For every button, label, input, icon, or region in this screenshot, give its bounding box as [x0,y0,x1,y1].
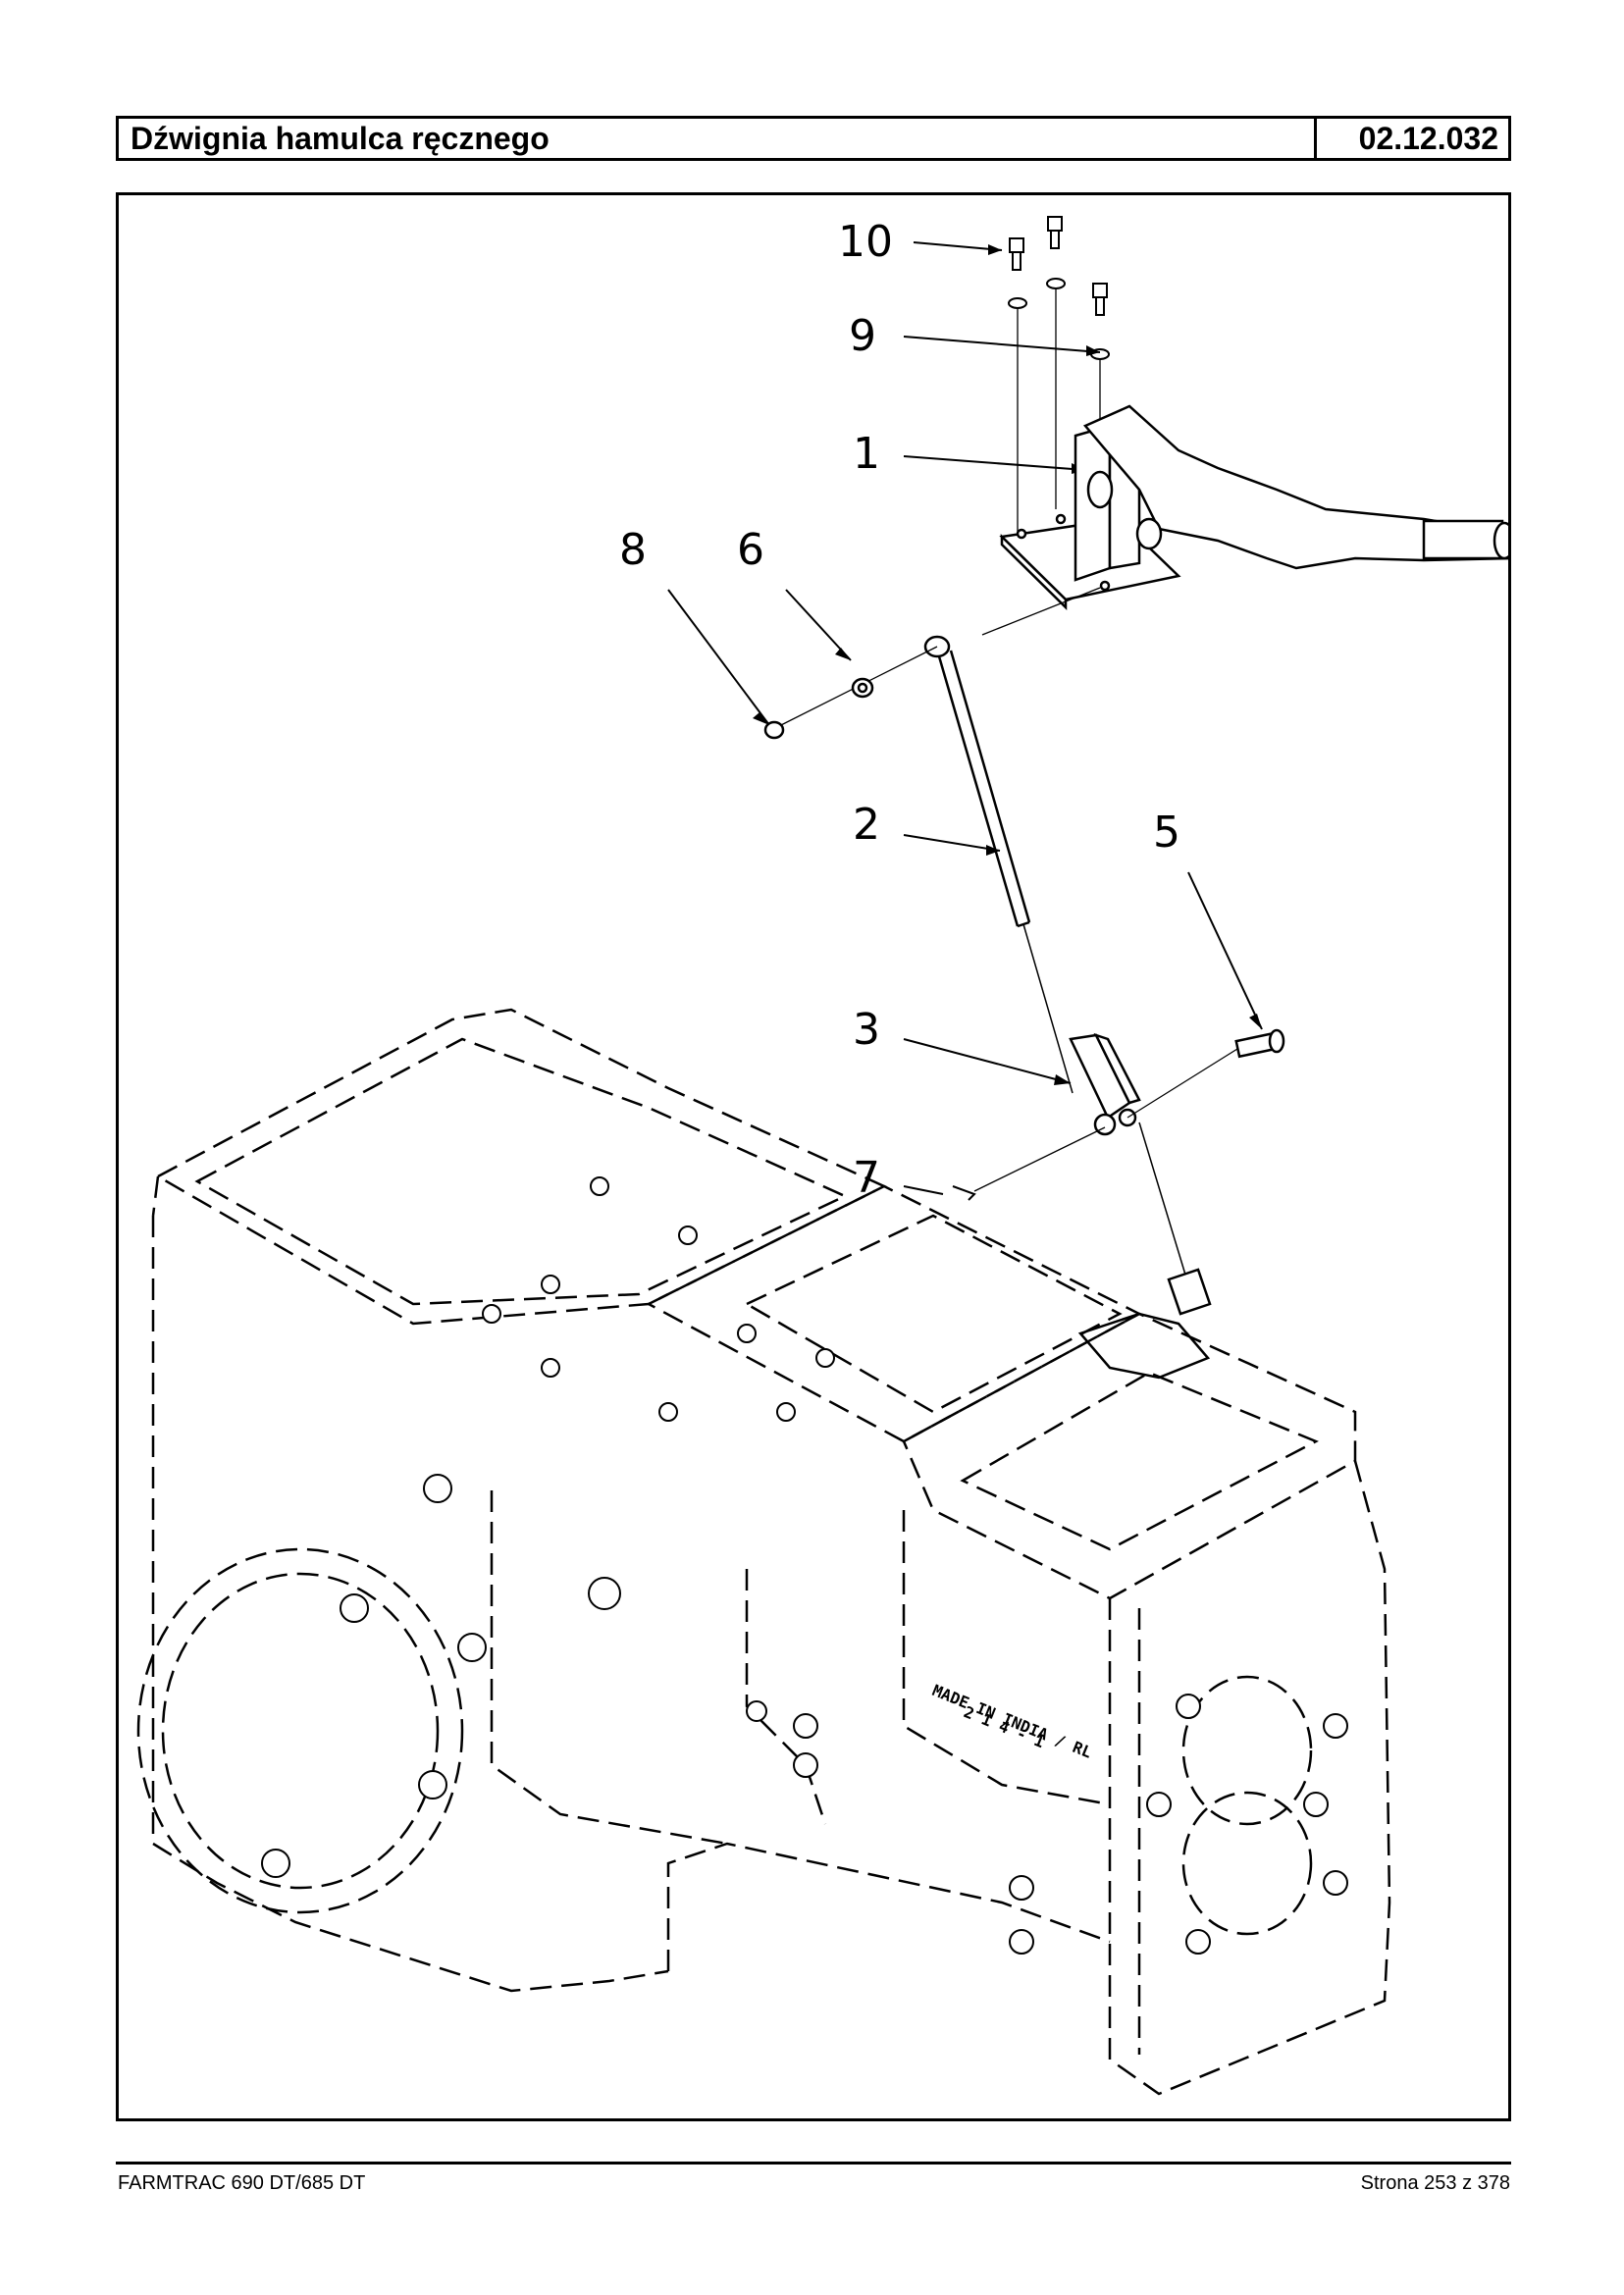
cotter-7 [952,1126,1106,1201]
transmission-housing [136,1008,1391,2096]
clip-8-washer-6 [763,646,938,740]
washers-9 [1008,278,1110,360]
footer-rule [116,2162,1511,2165]
leader-lines [667,241,1263,1195]
footer-page-number: Strona 253 z 378 [1360,2172,1510,2194]
part-code: 02.12.032 [1358,121,1498,156]
callout-6: 6 [737,525,764,575]
callout-10: 10 [838,217,893,267]
callout-3: 3 [853,1005,880,1055]
housing-bolts [261,1176,1348,1955]
callout-9: 9 [849,311,876,361]
clevis-3 [1069,1032,1141,1136]
lower-linkage [1077,1121,1212,1380]
handbrake-lever-1 [999,404,1508,610]
page-header: Dźwignia hamulca ręcznego 02.12.032 [116,116,1511,161]
callout-8: 8 [619,525,647,575]
pin-5 [1126,1028,1285,1119]
callout-2: 2 [853,800,880,850]
diagram-frame: 10 9 1 8 6 2 5 3 7 [116,192,1511,2121]
exploded-diagram: 10 9 1 8 6 2 5 3 7 [136,216,1508,2096]
housing-marking: MADE IN INDIA / RL 2 1 4 - 1 [930,1681,1095,1762]
brake-rod-2 [923,587,1101,1094]
footer-model: FARMTRAC 690 DT/685 DT [118,2172,366,2194]
callout-1: 1 [853,429,880,479]
page-title: Dźwignia hamulca ręcznego [119,119,1317,158]
bolts-10 [1009,216,1108,316]
callout-5: 5 [1153,808,1180,858]
leader-arrowheads [753,244,1262,1085]
